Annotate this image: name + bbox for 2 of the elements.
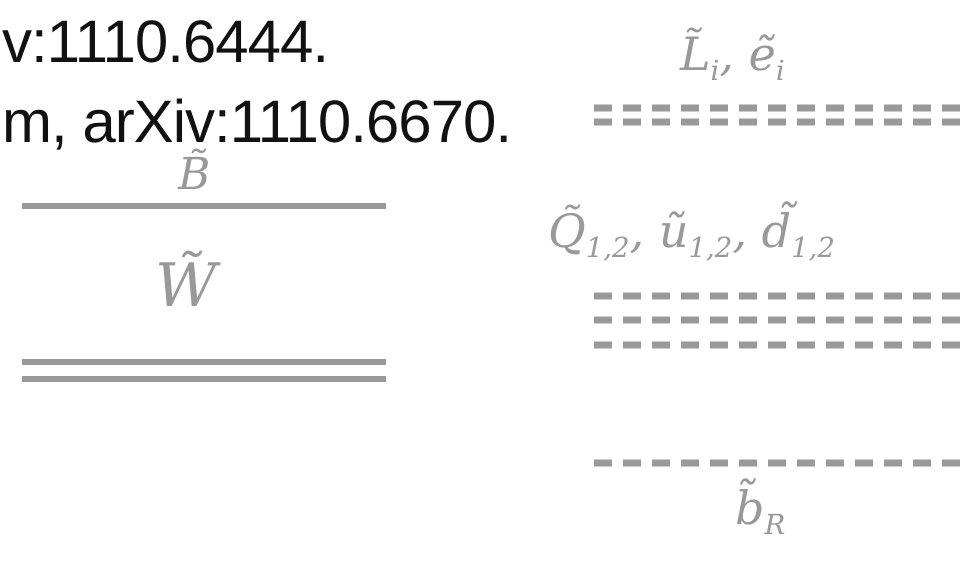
math-label: L̃$_{i}$, ẽ$_{i}$: [680, 28, 785, 87]
reference-text: v:1110.6444.: [2, 12, 328, 72]
